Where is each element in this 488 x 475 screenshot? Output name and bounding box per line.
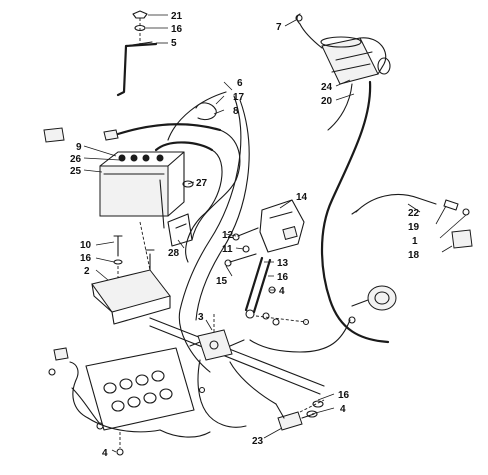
callout-4-bottom: 4 bbox=[102, 448, 108, 459]
callout-13: 13 bbox=[277, 258, 289, 269]
callout-27: 27 bbox=[196, 178, 208, 189]
callout-18: 18 bbox=[408, 250, 420, 261]
callout-3: 3 bbox=[198, 312, 204, 323]
starter-motor bbox=[320, 36, 391, 85]
callout-4-lower: 4 bbox=[340, 404, 346, 415]
callout-14: 14 bbox=[296, 192, 308, 203]
washer-1 bbox=[462, 208, 470, 216]
plug-cap bbox=[53, 347, 69, 361]
callout-19: 19 bbox=[408, 222, 420, 233]
ground-cable-22 bbox=[351, 193, 437, 215]
bolt-15 bbox=[224, 253, 257, 267]
callout-26: 26 bbox=[70, 154, 82, 165]
lead-lower-left bbox=[71, 387, 104, 430]
horn-lead bbox=[249, 319, 351, 353]
callout-1: 1 bbox=[412, 236, 418, 247]
battery-bracket bbox=[167, 213, 193, 247]
reg-washer bbox=[198, 386, 206, 394]
wire-left-loop bbox=[69, 361, 161, 433]
bolt-12 bbox=[232, 227, 259, 241]
nut-mid-small bbox=[302, 318, 310, 326]
horn-terminal bbox=[348, 316, 356, 324]
callout-16-top: 16 bbox=[171, 24, 183, 35]
small-washer-left bbox=[48, 368, 56, 376]
nut-4-mid bbox=[262, 312, 280, 326]
nut-4-lower bbox=[306, 410, 318, 418]
bolt-10 bbox=[113, 235, 123, 257]
terminal-cover-left bbox=[43, 127, 65, 143]
vent-tube bbox=[159, 179, 165, 229]
regulator-3 bbox=[189, 329, 245, 361]
callout-labels: 21 16 5 7 24 20 6 17 8 9 26 25 27 28 14 … bbox=[70, 11, 420, 459]
callout-25: 25 bbox=[70, 166, 82, 177]
leader-lines bbox=[83, 14, 467, 453]
fastener-centerline bbox=[255, 315, 307, 323]
battery-tray bbox=[91, 249, 171, 325]
callout-4-mid: 4 bbox=[279, 286, 285, 297]
callout-2: 2 bbox=[84, 266, 90, 277]
callout-23: 23 bbox=[252, 436, 264, 447]
callout-20: 20 bbox=[321, 96, 333, 107]
relay-bracket bbox=[259, 199, 305, 253]
washer-16-left bbox=[113, 259, 123, 265]
washer-16-lower bbox=[312, 400, 324, 408]
battery bbox=[99, 151, 185, 217]
battery-strap bbox=[116, 41, 158, 97]
plug-23 bbox=[275, 403, 315, 431]
callout-9: 9 bbox=[76, 142, 82, 153]
sensor-wire bbox=[159, 359, 277, 438]
nut-4-bottom bbox=[116, 448, 124, 456]
callout-28: 28 bbox=[168, 248, 180, 259]
cable-loop bbox=[195, 102, 217, 121]
lower-fastener-centerline bbox=[299, 399, 325, 413]
callout-21: 21 bbox=[171, 11, 183, 22]
callout-15: 15 bbox=[216, 276, 228, 287]
ground-strap-13 bbox=[244, 256, 272, 319]
callout-17: 17 bbox=[233, 92, 245, 103]
cable-clamp bbox=[182, 180, 194, 188]
center-rail bbox=[149, 317, 325, 395]
callout-10: 10 bbox=[80, 240, 92, 251]
wing-nut bbox=[132, 10, 148, 19]
callout-12: 12 bbox=[222, 230, 234, 241]
callout-7: 7 bbox=[276, 22, 282, 33]
horn bbox=[351, 285, 397, 311]
callout-11: 11 bbox=[222, 244, 233, 255]
callout-16-lower: 16 bbox=[338, 390, 350, 401]
pad-18 bbox=[451, 229, 473, 249]
callout-22: 22 bbox=[408, 208, 420, 219]
battery-centerline bbox=[139, 221, 151, 271]
starter-leads bbox=[296, 13, 390, 344]
terminal-cover-right bbox=[103, 129, 119, 141]
fitting-19 bbox=[443, 199, 459, 211]
callout-6: 6 bbox=[237, 78, 243, 89]
starter-nut bbox=[295, 14, 303, 22]
main-wiring-harness bbox=[167, 91, 250, 373]
battery-cable-negative bbox=[154, 141, 223, 263]
callout-16-left: 16 bbox=[80, 253, 92, 264]
callout-16-mid: 16 bbox=[277, 272, 289, 283]
callout-5: 5 bbox=[171, 38, 177, 49]
engine-block bbox=[85, 347, 195, 431]
callout-8: 8 bbox=[233, 106, 239, 117]
callout-24: 24 bbox=[321, 82, 333, 93]
